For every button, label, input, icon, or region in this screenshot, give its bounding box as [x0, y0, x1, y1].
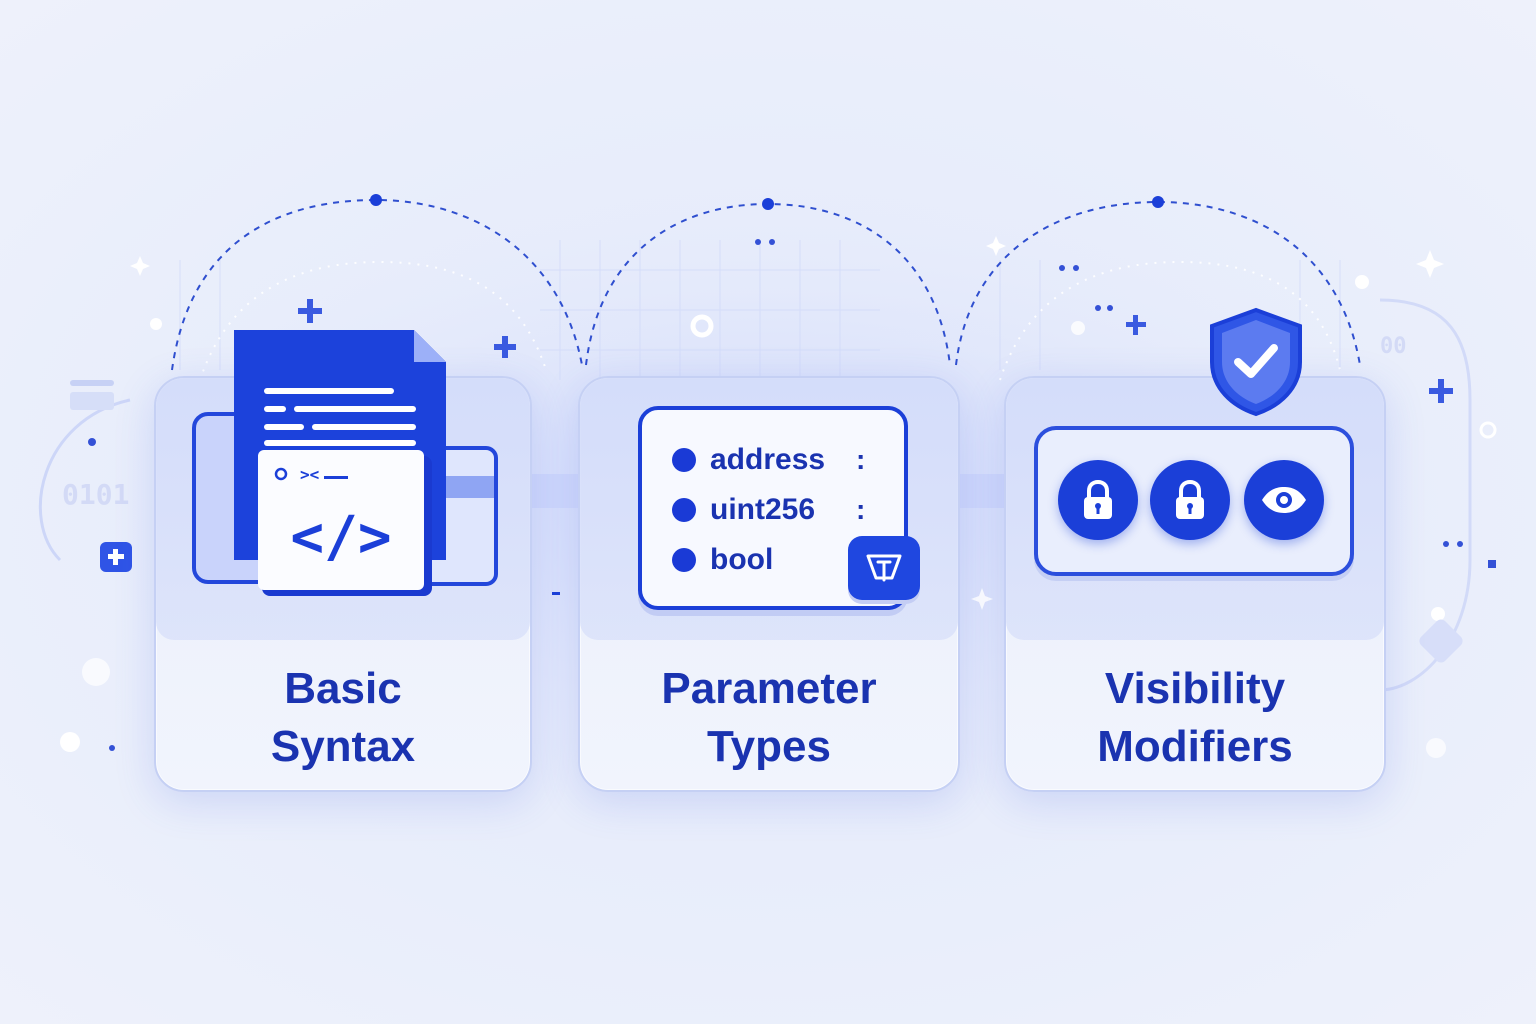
param-type-label: address [710, 443, 826, 476]
param-row: uint256 [672, 490, 815, 530]
param-type-label: bool [710, 543, 774, 576]
param-row: bool [672, 540, 773, 580]
eye-icon[interactable] [1244, 460, 1324, 540]
shield-check-icon [1210, 307, 1302, 417]
card-title-line1: Basic [284, 664, 402, 713]
code-glyph: </> [290, 505, 391, 570]
parameter-list-panel: address : uint256 : bool [638, 406, 920, 610]
binary-text: 0101 [62, 478, 130, 511]
param-row: address [672, 440, 825, 480]
counter-text: 00 [1380, 334, 1407, 359]
basic-syntax-card[interactable]: >< </> Basic Syntax [154, 330, 532, 792]
code-document-icon: >< </> [192, 330, 498, 596]
type-icon [848, 536, 920, 600]
card-title: Parameter Types [580, 660, 958, 776]
param-type-label: uint256 [710, 493, 816, 526]
parameter-types-card[interactable]: address : uint256 : bool Parameter Types [578, 376, 960, 792]
card-title-line2: Types [707, 722, 831, 771]
visibility-options-panel [1034, 426, 1354, 576]
bullet-dot [672, 498, 696, 522]
card-title: Visibility Modifiers [1006, 660, 1384, 776]
card-title-line2: Syntax [270, 722, 416, 771]
bullet-dot [672, 448, 696, 472]
card-title-line1: Parameter [661, 664, 877, 713]
param-colon: : [856, 444, 866, 475]
card-title: Basic Syntax [156, 660, 530, 776]
lock-icon[interactable] [1150, 460, 1230, 540]
bullet-dot [672, 548, 696, 572]
card-title-line2: Modifiers [1097, 722, 1293, 771]
visibility-modifiers-card[interactable]: Visibility Modifiers [1004, 307, 1386, 792]
param-colon: : [856, 494, 866, 525]
lock-icon[interactable] [1058, 460, 1138, 540]
card-title-line1: Visibility [1104, 664, 1286, 713]
svg-text:><: >< [300, 465, 319, 484]
